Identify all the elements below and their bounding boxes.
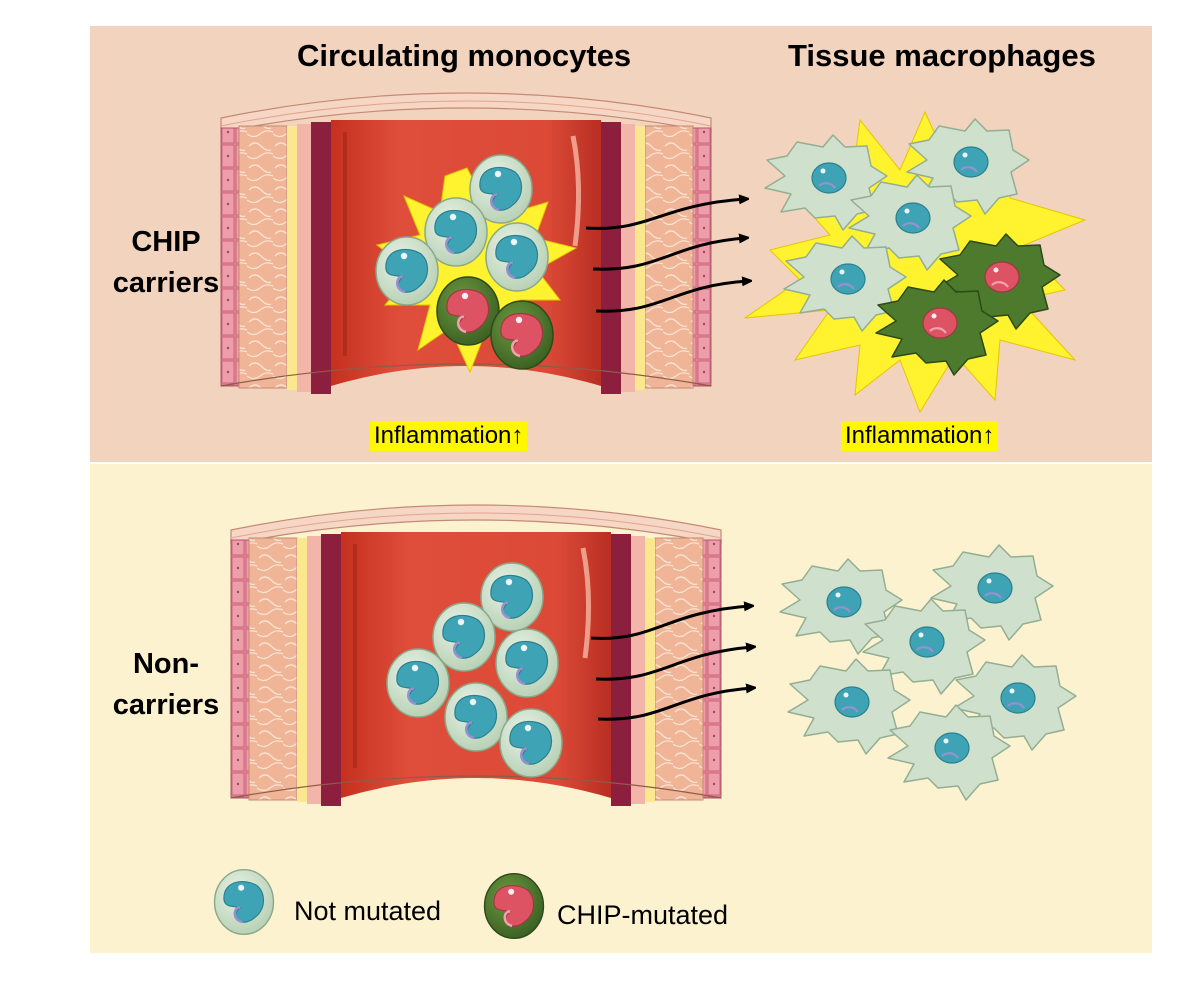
monocyte-chip-mutated [489,299,555,371]
monocyte-not-mutated [498,707,564,779]
monocyte-chip-mutated [435,275,501,347]
monocyte-not-mutated [494,627,560,699]
migration-arrow [595,281,748,313]
migration-arrow [590,606,750,640]
legend-chip-mutated-label: CHIP-mutated [557,900,729,930]
migration-arrow [597,688,752,721]
legend-chip-mutated-icon [483,872,545,940]
circulating-monocytes-title: Circulating monocytes [297,38,632,73]
tissue-inflammation-label: Inflammation↑ [841,421,999,451]
migration-arrow [595,647,752,681]
monocyte-not-mutated [385,647,451,719]
chip-carriers-label: CHIP carriers [112,226,220,299]
monocyte-not-mutated [484,221,550,293]
migration-arrow [585,199,745,230]
legend-not-mutated-label: Not mutated [294,896,442,926]
monocyte-not-mutated [374,235,440,307]
tissue-macrophages-title: Tissue macrophages [788,38,1096,73]
monocyte-not-mutated [443,681,509,753]
legend-not-mutated-icon [213,868,275,936]
non-carriers-label: Non- carriers [112,648,220,721]
vessel-inflammation-label: Inflammation↑ [370,421,528,451]
migration-arrow [592,238,745,271]
